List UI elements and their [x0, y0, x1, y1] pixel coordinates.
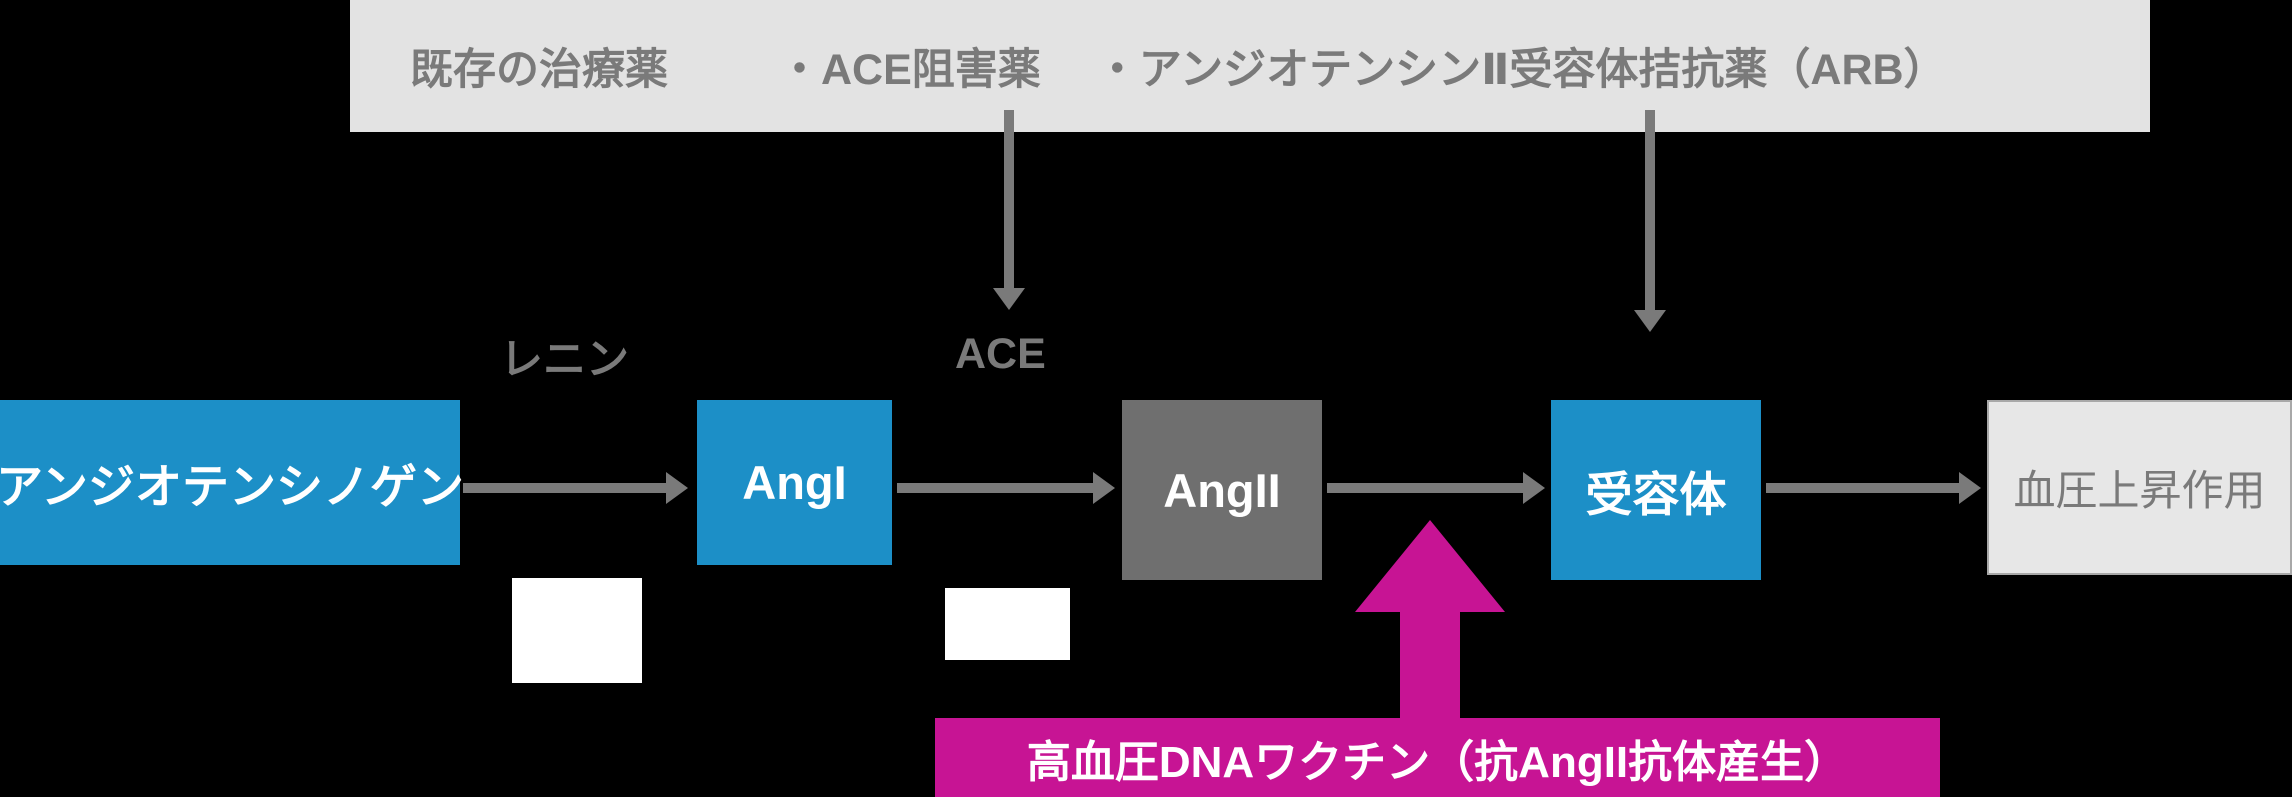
enzyme-label-renin: レニン: [500, 336, 629, 384]
node-angiotensinogen: アンジオテンシノゲン: [0, 400, 464, 565]
arrow-receptor-to-bp-icon: [1766, 472, 1981, 504]
node-ang1: AngI: [697, 400, 892, 565]
arrow-up-vaccine-icon: [1355, 520, 1505, 720]
node-angiotensinogen-label: アンジオテンシノゲン: [0, 460, 465, 513]
arrow-ang2-to-receptor-icon: [1327, 472, 1545, 504]
existing-drugs-banner: 既存の治療薬 ・ACE阻害薬 ・アンジオテンシンⅡ受容体拮抗薬（ARB）: [350, 0, 2150, 132]
enzyme-label-ace: ACE: [955, 330, 1046, 378]
node-ang1-label: AngI: [742, 456, 847, 509]
vaccine-banner: 高血圧DNAワクチン（抗AngII抗体産生）: [935, 718, 1940, 797]
blank-placeholder-rect-right: [945, 588, 1070, 660]
banner-label-existing-drugs: 既存の治療薬: [410, 46, 668, 94]
node-blood-pressure-elevation: 血圧上昇作用: [1987, 400, 2292, 575]
node-ang2-label: AngII: [1163, 463, 1281, 517]
arrow-down-to-receptor-icon: [1634, 110, 1666, 332]
arrow-angiotensinogen-to-ang1-icon: [463, 472, 688, 504]
arrow-ang1-to-ang2-icon: [897, 472, 1115, 504]
node-receptor-label: 受容体: [1585, 467, 1727, 521]
node-ang2: AngII: [1122, 400, 1322, 580]
banner-label-ace-inhibitor: ・ACE阻害薬: [778, 46, 1041, 94]
banner-label-arb: ・アンジオテンシンⅡ受容体拮抗薬（ARB）: [1095, 46, 1947, 94]
vaccine-banner-label: 高血圧DNAワクチン（抗AngII抗体産生）: [1026, 737, 1849, 787]
node-blood-pressure-label: 血圧上昇作用: [2013, 467, 2266, 514]
blank-placeholder-rect-left: [512, 578, 642, 683]
node-receptor: 受容体: [1551, 400, 1761, 580]
arrow-down-to-ace-icon: [993, 110, 1025, 310]
